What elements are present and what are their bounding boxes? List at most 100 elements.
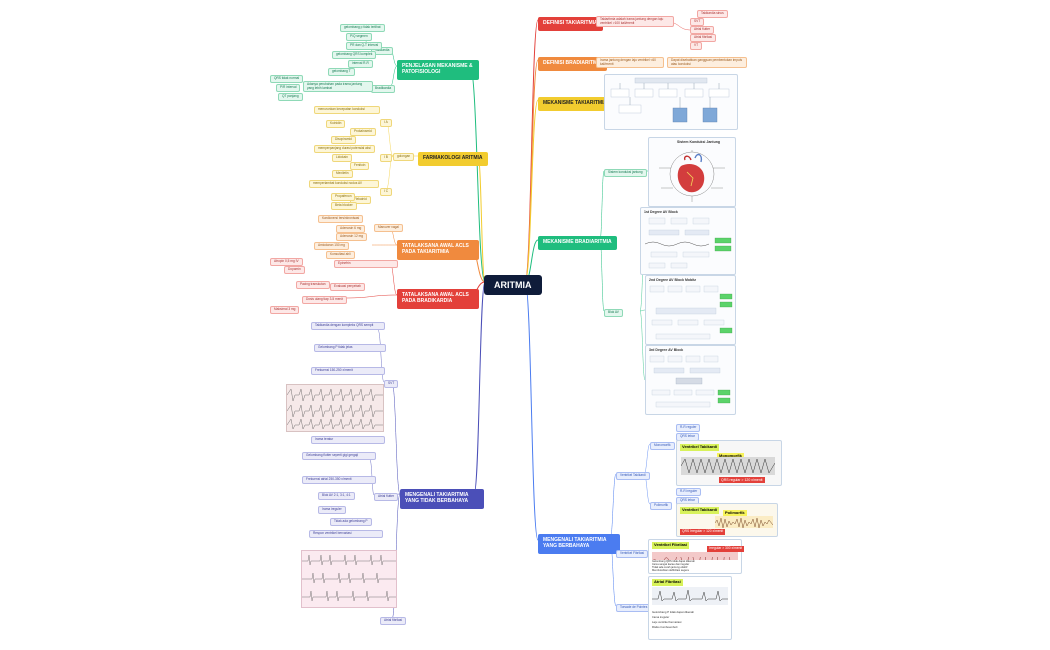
acls-b-item-3: Epinefrin xyxy=(334,260,398,268)
vf-note-4: Membutuhkan defibrilasi segera xyxy=(652,569,689,572)
av-block-diagram-1[interactable]: 1st Degree AV Block xyxy=(640,207,736,275)
node-patofisiologi[interactable]: PENJELASAN MEKANISME & PATOFISIOLOGI xyxy=(397,60,479,80)
av-block-diagram-3[interactable]: 3rd Degree AV Block xyxy=(645,345,736,415)
vf-note-1: Gelombang QRS tidak dapat dikenali xyxy=(652,560,695,563)
link-sistem-konduksi xyxy=(599,170,605,241)
pato-left-5: interval R-R xyxy=(348,60,373,68)
acls-b-item-7: Maksimal 3 mg xyxy=(270,306,300,314)
vt-monomorfik-card[interactable]: Ventrikel Takikardi Monomorfik QRS regul… xyxy=(676,440,782,486)
farma-item-4: Lidokain xyxy=(332,154,352,162)
heart-illustration xyxy=(659,150,725,202)
td-note-2: Irama ireguler xyxy=(652,615,670,619)
node-farmakologi[interactable]: FARMAKOLOGI ARITMIA xyxy=(418,152,488,166)
farma-note-2: memperpanjang durasi potensial aksi xyxy=(314,145,375,153)
definisi-bradiaritmia-desc: Irama jantung dengan laju ventrikel <60 … xyxy=(596,57,664,69)
node-takiaritmia-berbahaya[interactable]: MENGENALI TAKIARITMIA YANG BERBAHAYA xyxy=(538,534,620,554)
farma-item-3: Disopiramid xyxy=(331,136,356,144)
farma-item-6: Mexiletin xyxy=(332,170,353,178)
torsade-card[interactable]: Atrial Fibrilasi Gelombang P tidak dapat… xyxy=(648,576,732,640)
acls-t-item-2: Adenosin 6 mg xyxy=(336,225,366,233)
vf-tag: Irregular > 300 x/menit xyxy=(707,546,745,552)
taki-item-1: Takikardia sinus xyxy=(697,10,728,18)
af-ecg-image[interactable] xyxy=(301,550,397,608)
farma-class-1: I A xyxy=(380,119,392,127)
pato-note: Adanya perubahan pada irama jantung yang… xyxy=(303,81,373,93)
acls-t-item-6: Konsultasi ahli xyxy=(326,251,355,259)
mekanisme-takiaritmia-flowchart xyxy=(610,77,730,123)
av-block-3-flowchart xyxy=(649,355,731,408)
node-acls-bradikardia[interactable]: TATALAKSANA AWAL ACLS PADA TAKIARITMIA xyxy=(397,240,479,260)
definisi-bradiaritmia-desc2: Dapat disebabkan gangguan pembentukan im… xyxy=(667,57,747,69)
heart-conduction-diagram[interactable]: Sistem Konduksi Jantung xyxy=(648,137,736,207)
tb-note-9: Tidak ada gelombang P xyxy=(330,518,372,526)
tb-note-3: Frekuensi 150-250 x/menit xyxy=(311,367,385,375)
vt-polimorfik-card[interactable]: Ventrikel Takikardi Polimorfik QRS Irreg… xyxy=(676,503,778,537)
acls-b-item-5: Evaluasi penyebab xyxy=(330,283,365,291)
node-definisi-takiaritmia[interactable]: DEFINISI TAKIARITMIA xyxy=(538,17,603,31)
av-block-diagram-2[interactable]: 2nd Degree AV Block Mobitz xyxy=(645,275,736,345)
vf-note-3: Tidak ada curah jantung efektif xyxy=(652,566,688,569)
node-takiaritmia-tidak-berbahaya[interactable]: MENGENALI TAKIARITMIA YANG TIDAK BERBAHA… xyxy=(400,489,484,509)
av-block-2-title: 2nd Degree AV Block Mobitz xyxy=(649,278,697,282)
node-definisi-bradiaritmia[interactable]: DEFINISI BRADIARITMIA xyxy=(538,57,608,71)
vt2-ecg-strip xyxy=(715,516,773,528)
vt-label: Ventrikel Takikardi xyxy=(616,472,650,480)
tb-note-8: Irama ireguler xyxy=(318,506,346,514)
link-svt-notes xyxy=(377,329,385,383)
pato-extra-2: P/R interval xyxy=(276,84,301,92)
node-mekanisme-takiaritmia[interactable]: MEKANISME TAKIARITMIA xyxy=(538,97,613,111)
pato-left-3: PR dan Q-T interval xyxy=(346,42,383,50)
mekanisme-takiaritmia-diagram[interactable] xyxy=(604,74,738,130)
monomorfik-label: Monomorfik xyxy=(650,442,675,450)
vf-label: Ventrikel Fibrilasi xyxy=(616,550,649,558)
heart-diagram-title: Sistem Konduksi Jantung xyxy=(677,140,720,144)
farma-item-9: Beta blocker xyxy=(331,202,357,210)
link-acls-b-b xyxy=(345,294,398,299)
td-title: Atrial Fibrilasi xyxy=(652,579,683,586)
tb-note-2: Gelombang P tidak jelas xyxy=(314,344,386,352)
acls-b-item-4: Pacing transkutan xyxy=(296,281,330,289)
node-acls-takiaritmia[interactable]: TATALAKSANA AWAL ACLS PADA BRADIKARDIA xyxy=(397,289,479,309)
farma-note-1: menurunkan kecepatan konduksi xyxy=(314,106,380,114)
definisi-takiaritmia-desc: Takiaritmia adalah irama jantung dengan … xyxy=(596,16,674,28)
link-av2 xyxy=(639,309,646,312)
sistem-konduksi-label: Sistem konduksi jantung xyxy=(604,169,647,177)
taki-item-5: VT xyxy=(690,42,703,50)
link-mek-taki xyxy=(524,99,539,283)
link-vt xyxy=(609,473,617,541)
acls-t-item-1: Kardioversi tersinkronisasi xyxy=(318,215,364,223)
link-tidak-berbahaya xyxy=(473,281,486,495)
vf-title: Ventrikel Fibrilasi xyxy=(652,542,690,549)
acls-b-item-6: Dosis ulang tiap 3-5 menit xyxy=(302,296,347,304)
vf-note-2: Irama sangat kacau dan ireguler xyxy=(652,563,690,566)
blok-av-label: Blok AV xyxy=(604,309,623,317)
vt1-ecg-strip xyxy=(681,457,775,475)
acls-t-item-3: Adenosin 12 mg xyxy=(336,233,368,241)
pato-extra-1: QRS tidak normal xyxy=(270,75,304,83)
mono-item-1: R-R reguler xyxy=(676,424,701,432)
link-acls-b-a xyxy=(389,262,398,296)
farma-class-3: I C xyxy=(380,188,393,196)
svt-ecg-image[interactable] xyxy=(286,384,384,432)
acls-t-item-4: Manuver vagal xyxy=(374,224,403,232)
taki-item-3: Atrial flutter xyxy=(690,26,715,34)
vt2-tag: QRS Irregular > 120 x/menit xyxy=(680,529,726,535)
link-blok-av xyxy=(599,239,605,312)
pato-mid-1: Takikardia xyxy=(371,47,394,55)
node-mekanisme-bradiaritmia[interactable]: MEKANISME BRADIARITMIA xyxy=(538,236,617,250)
link-svt xyxy=(391,381,401,495)
tb-note-4: Irama teratur xyxy=(311,436,385,444)
td-note-1: Gelombang P tidak dapat dikenali xyxy=(652,610,694,614)
taki-item-4: Atrial fibrilasi xyxy=(690,34,717,42)
flutter-label: Atrial flutter xyxy=(374,493,399,501)
farma-item-8: Propafenon xyxy=(331,193,356,201)
link-def-brady xyxy=(524,59,539,283)
vf-card[interactable]: Ventrikel Fibrilasi Irregular > 300 x/me… xyxy=(648,539,745,574)
tb-note-7: Blok AV 2:1, 3:1, 4:1 xyxy=(318,492,355,500)
vt1-sub: Monomorfik xyxy=(717,453,744,460)
td-note-3: Laju ventrikel bervariasi xyxy=(652,620,682,624)
vt2-title: Ventrikel Takikardi xyxy=(680,507,720,514)
root-node[interactable]: ARITMIA xyxy=(484,275,542,296)
pato-extra-3: QT panjang xyxy=(278,93,303,101)
